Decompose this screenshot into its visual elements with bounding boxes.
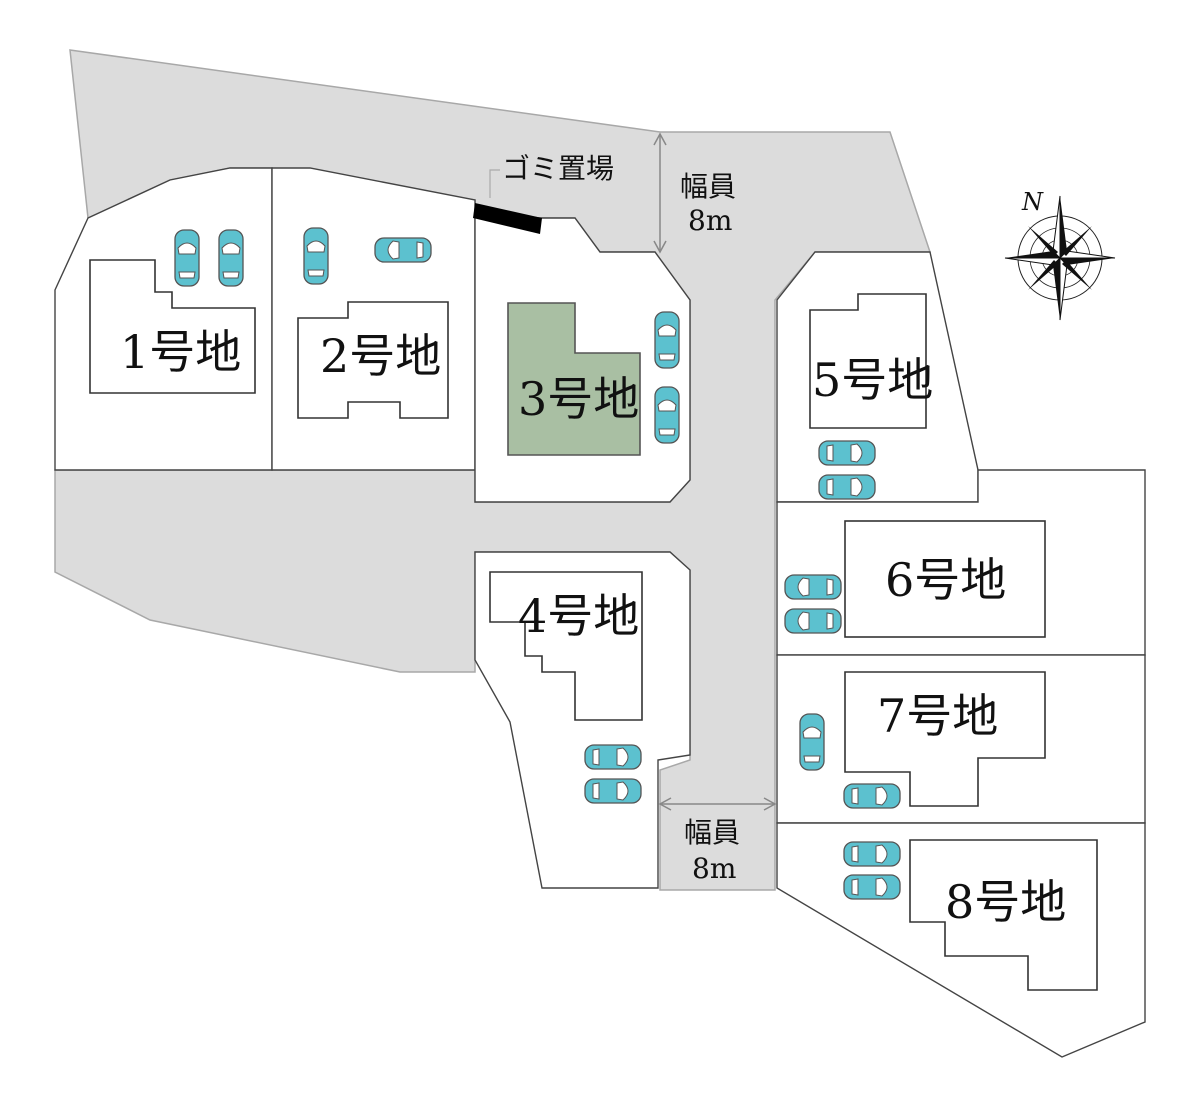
compass-north-label: N bbox=[1021, 188, 1044, 216]
lot-4-house bbox=[489, 571, 643, 721]
car-icon bbox=[784, 608, 842, 634]
car-icon bbox=[799, 713, 825, 771]
lot-5-house bbox=[809, 293, 927, 429]
car-icon bbox=[654, 311, 680, 369]
garbage-area bbox=[473, 203, 542, 234]
car-icon bbox=[303, 227, 329, 285]
car-icon bbox=[843, 783, 901, 809]
car-icon bbox=[843, 841, 901, 867]
car-icon bbox=[784, 574, 842, 600]
car-icon bbox=[818, 474, 876, 500]
car-icon bbox=[218, 229, 244, 287]
car-icon bbox=[584, 744, 642, 770]
road-width-top-value: 8m bbox=[688, 204, 732, 237]
lot-2-house bbox=[297, 301, 449, 419]
lot-3-label: 3号地 bbox=[518, 372, 639, 426]
lot-8-label: 8号地 bbox=[945, 875, 1066, 929]
lot-1-label: 1号地 bbox=[120, 325, 241, 379]
road-width-bottom-label: 幅員 bbox=[684, 816, 740, 849]
compass-rose-icon: N bbox=[1004, 188, 1116, 321]
lot-7-house bbox=[844, 671, 1046, 807]
car-icon bbox=[818, 440, 876, 466]
garbage-leader-line bbox=[489, 169, 500, 198]
car-icon bbox=[374, 237, 432, 263]
lot-6-label: 6号地 bbox=[885, 553, 1006, 607]
road-width-bottom-value: 8m bbox=[692, 852, 736, 885]
lot-3-house-highlighted bbox=[507, 302, 641, 456]
lot-4-label: 4号地 bbox=[518, 589, 639, 643]
lot-8-house bbox=[909, 839, 1098, 991]
garbage-area-label: ゴミ置場 bbox=[502, 152, 614, 185]
lot-5-label: 5号地 bbox=[812, 353, 933, 407]
lot-7-label: 7号地 bbox=[877, 689, 998, 743]
lot-2-label: 2号地 bbox=[320, 329, 441, 383]
road-width-top-label: 幅員 bbox=[680, 170, 736, 203]
lot-6-house bbox=[844, 520, 1046, 638]
car-icon bbox=[584, 778, 642, 804]
car-icon bbox=[843, 874, 901, 900]
car-icon bbox=[174, 229, 200, 287]
car-icon bbox=[654, 386, 680, 444]
lot-1-house bbox=[89, 259, 256, 394]
